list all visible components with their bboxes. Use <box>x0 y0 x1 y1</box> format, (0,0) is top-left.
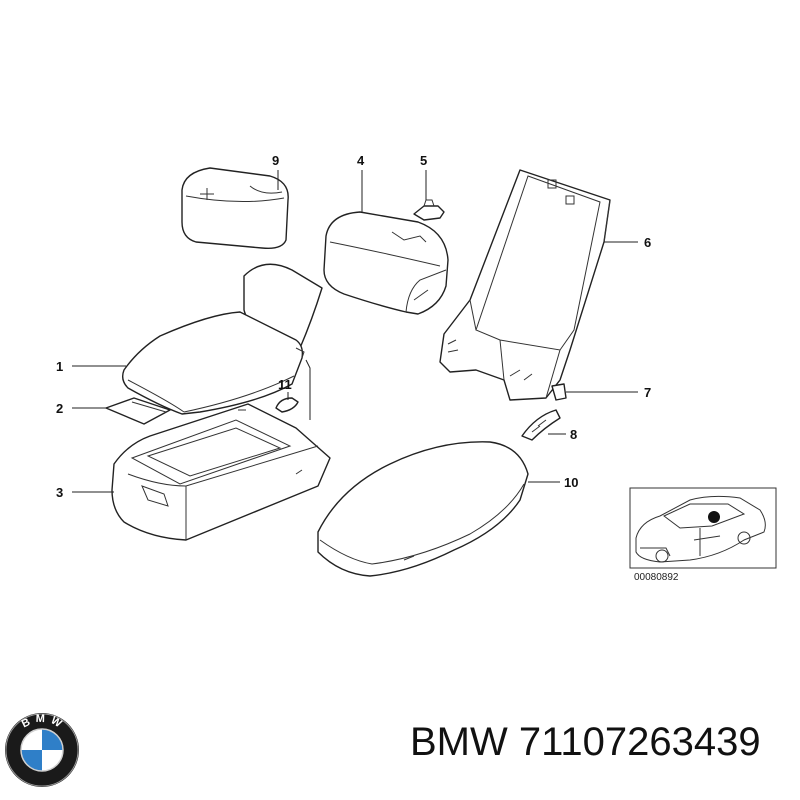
callout-7: 7 <box>644 385 651 400</box>
part-9-cushion-cover <box>181 167 289 250</box>
callout-3: 3 <box>56 485 63 500</box>
part-2-strip <box>105 397 171 425</box>
part-1-armrest-lid <box>121 263 323 415</box>
callout-2: 2 <box>56 401 63 416</box>
part-10-armrest-cushion <box>317 441 529 577</box>
vehicle-location-inset: 00080892 <box>629 487 777 583</box>
part-7-clip <box>551 383 567 401</box>
callout-5: 5 <box>420 153 427 168</box>
bmw-logo: BMW <box>4 712 80 788</box>
callouts: 9 4 5 6 7 8 10 1 2 3 11 <box>56 153 651 500</box>
part-11-pin <box>275 397 299 413</box>
location-marker <box>708 511 720 523</box>
part-5-clip <box>413 199 445 221</box>
callout-1: 1 <box>56 359 63 374</box>
callout-9: 9 <box>272 153 279 168</box>
car-sketch <box>635 495 766 563</box>
brand-name: BMW <box>410 720 508 764</box>
reference-code: 00080892 <box>634 572 679 583</box>
part-3-console-tray <box>111 403 331 541</box>
part-4-armrest-cover <box>323 211 449 315</box>
callout-10: 10 <box>564 475 578 490</box>
leader-lines <box>72 170 638 493</box>
callout-11: 11 <box>278 377 292 392</box>
part-6-back-frame <box>439 169 611 401</box>
part-number-caption: BMW 71107263439 <box>410 712 790 772</box>
callout-4: 4 <box>357 153 365 168</box>
bmw-roundel-icon: BMW <box>5 713 79 787</box>
part-8-curved-trim <box>521 409 561 441</box>
callout-6: 6 <box>644 235 651 250</box>
part-number: 71107263439 <box>518 720 761 764</box>
callout-8: 8 <box>570 427 577 442</box>
